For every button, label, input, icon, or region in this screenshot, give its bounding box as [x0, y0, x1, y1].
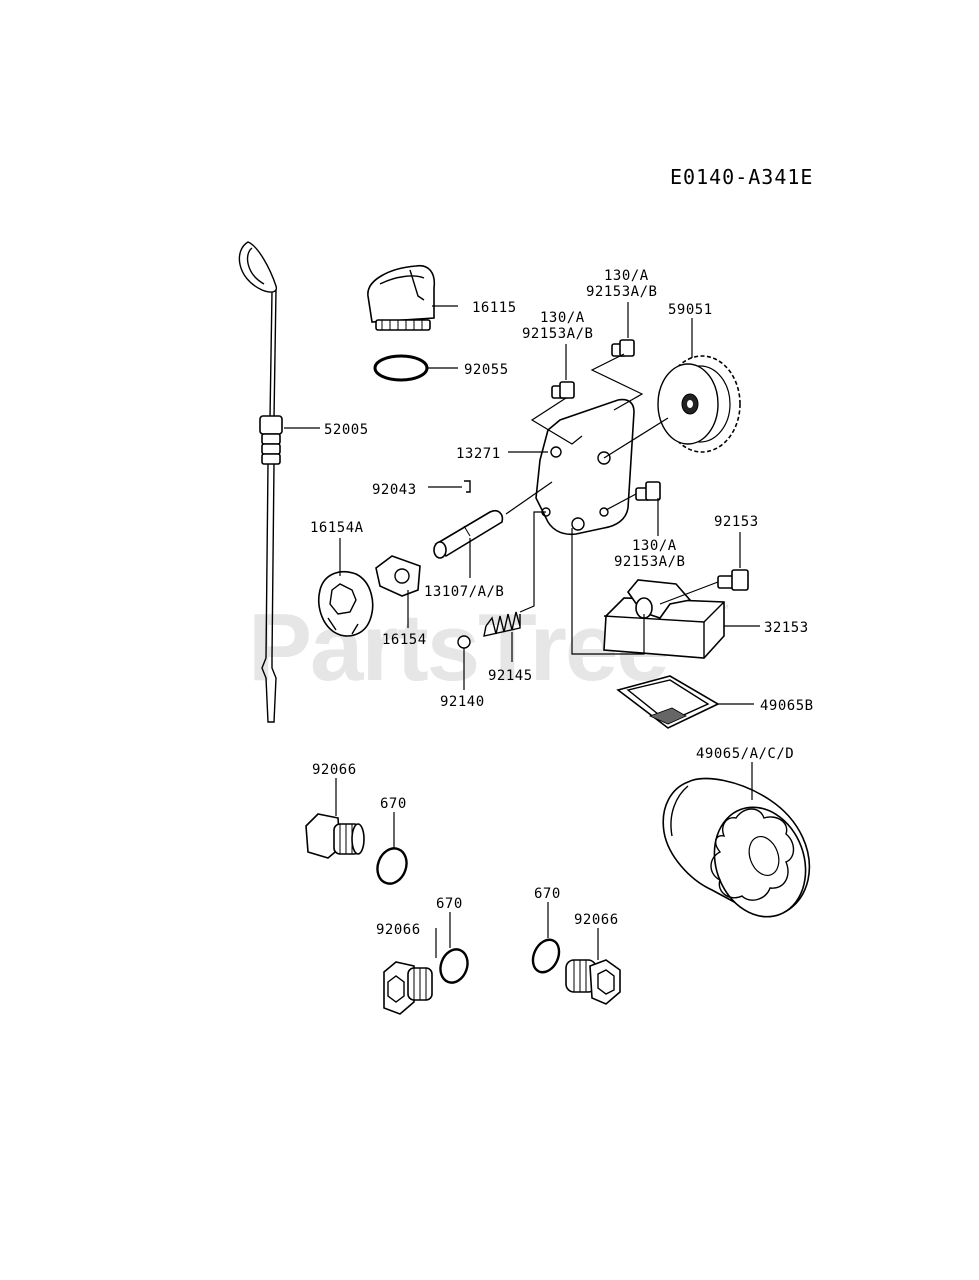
drain-plug-2-part[interactable] [383, 961, 433, 1015]
callout-59051: 59051 [668, 302, 713, 318]
o-ring-92055-part[interactable] [373, 354, 429, 382]
bolt-130a-2-part[interactable] [611, 339, 635, 357]
o-ring-670-1-part[interactable] [373, 844, 412, 887]
callout-92153ab-lower: 92153A/B [614, 554, 685, 570]
callout-92153: 92153 [714, 514, 759, 530]
callout-92153ab-top: 92153A/B [586, 284, 657, 300]
bolt-92153-part[interactable] [717, 569, 749, 591]
pin-92043-part[interactable] [464, 480, 471, 493]
oil-filter-part[interactable] [662, 777, 820, 930]
drain-plug-3-part[interactable] [565, 959, 621, 1005]
oil-strainer-part[interactable] [603, 579, 725, 659]
pump-gear-part[interactable] [657, 355, 741, 453]
callout-13107ab: 13107/A/B [424, 584, 504, 600]
relief-spring-part[interactable] [483, 611, 521, 637]
o-ring-670-2-part[interactable] [436, 946, 472, 987]
callout-92066-left: 92066 [312, 762, 357, 778]
callout-49065b: 49065B [760, 698, 814, 714]
callout-13271: 13271 [456, 446, 501, 462]
callout-49065acd: 49065/A/C/D [696, 746, 794, 762]
o-ring-670-3-part[interactable] [528, 936, 564, 977]
dipstick-part[interactable] [238, 241, 283, 723]
pump-cover-plate-part[interactable] [535, 398, 635, 536]
callout-670-left: 670 [380, 796, 407, 812]
filter-screen-part[interactable] [616, 675, 720, 729]
callout-92145: 92145 [488, 668, 533, 684]
callout-92066-right: 92066 [574, 912, 619, 928]
outer-rotor-part[interactable] [318, 570, 374, 637]
callout-92153ab-mid: 92153A/B [522, 326, 593, 342]
oil-filler-cap-part[interactable] [367, 264, 436, 331]
bolt-130a-3-part[interactable] [635, 481, 661, 501]
pump-rotor-shaft-part[interactable] [433, 509, 504, 559]
callout-52005: 52005 [324, 422, 369, 438]
callout-labels: 16115 92055 52005 130/A 92153A/B 130/A 9… [310, 268, 814, 938]
callout-92140: 92140 [440, 694, 485, 710]
callout-32153: 32153 [764, 620, 809, 636]
callout-92043: 92043 [372, 482, 417, 498]
leader-lines [284, 302, 760, 960]
relief-ball-part[interactable] [457, 635, 471, 649]
callout-130a-mid: 130/A [540, 310, 585, 326]
callout-16154a: 16154A [310, 520, 364, 536]
diagram-code: E0140-A341E [670, 165, 813, 189]
drain-plug-1-part[interactable] [305, 813, 365, 859]
callout-16115: 16115 [472, 300, 517, 316]
bolt-130a-1-part[interactable] [551, 381, 575, 399]
watermark-text: PartsTree [248, 594, 668, 701]
callout-670-middle: 670 [436, 896, 463, 912]
callout-670-right: 670 [534, 886, 561, 902]
callout-130a-top: 130/A [604, 268, 649, 284]
callout-92055: 92055 [464, 362, 509, 378]
inner-rotor-part[interactable] [375, 555, 421, 597]
callout-130a-lower: 130/A [632, 538, 677, 554]
callout-16154: 16154 [382, 632, 427, 648]
callout-92066-middle: 92066 [376, 922, 421, 938]
